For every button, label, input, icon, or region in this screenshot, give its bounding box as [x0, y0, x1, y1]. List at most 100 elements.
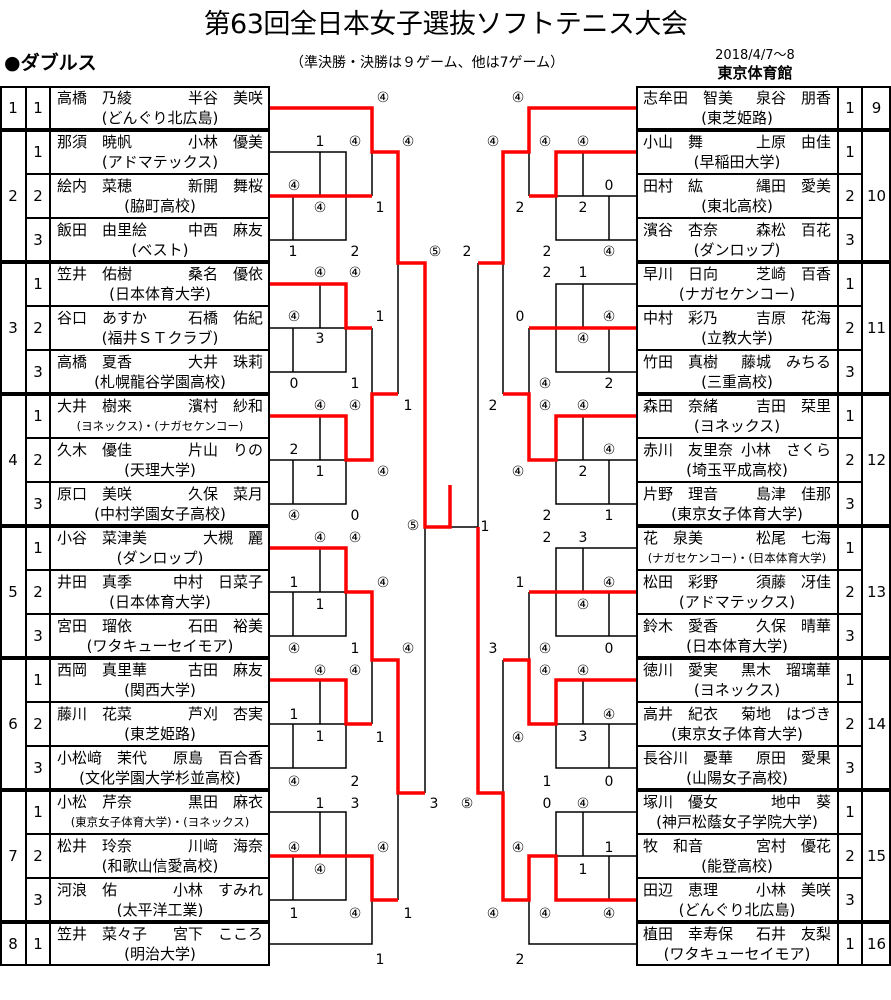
team-name: (ナガセケンコー)	[678, 285, 796, 303]
match-score: ④	[376, 840, 390, 856]
match-score: ④	[313, 663, 327, 679]
team-name: (早稲田大学)	[693, 153, 781, 171]
player-2-name: 吉原 花海	[755, 309, 831, 327]
player-names: 笠井 菜々子 宮下 こころ	[57, 924, 263, 944]
team-name: (アドマテックス)	[101, 153, 219, 171]
match-score: ④	[348, 398, 362, 414]
player-1-name: 牧 和音	[643, 837, 704, 855]
player-1-name: 中村 彩乃	[643, 309, 719, 327]
player-names: 濱谷 杏奈 森松 百花	[643, 220, 831, 240]
player-2-name: 大井 珠莉	[187, 353, 263, 371]
team-name: (日本体育大学)	[109, 593, 211, 611]
block-number: 1	[0, 86, 26, 130]
match-score: ④	[376, 575, 390, 591]
team-name: (ワタキューセイモア)	[86, 637, 234, 655]
entry-pair: 原口 美咲久保 菜月(中村学園女子高校)	[50, 482, 270, 526]
match-score: 2	[604, 376, 614, 392]
player-2-name: 中村 日菜子	[172, 573, 263, 591]
match-score: ④	[401, 641, 415, 657]
player-names: 牧 和音宮村 優花	[643, 836, 831, 856]
player-1-name: 藤川 花菜	[57, 705, 133, 723]
match-score: ④	[348, 530, 362, 546]
entry-pair: 早川 日向芝崎 百香(ナガセケンコー)	[636, 262, 838, 306]
player-2-name: 森松 百花	[755, 221, 831, 239]
entry-number: 2	[26, 174, 50, 218]
entry-number: 2	[838, 306, 862, 350]
player-1-name: 久木 優佳	[57, 441, 133, 459]
block-border	[636, 130, 891, 262]
block-number: 8	[0, 922, 26, 966]
match-score: 2	[578, 200, 588, 216]
player-2-name: 小林 美咲	[755, 881, 831, 899]
match-score: ④	[511, 840, 525, 856]
match-score: ④	[287, 508, 301, 524]
block-border	[636, 922, 891, 966]
team-name: (ヨネックス)	[693, 681, 781, 699]
player-1-name: 片野 理音	[643, 485, 719, 503]
entry-pair: 西岡 真里華古田 麻友(関西大学)	[50, 658, 270, 702]
block-border	[0, 394, 270, 526]
match-score: 3	[488, 641, 498, 657]
match-score: 0	[289, 376, 299, 392]
entry-pair: 牧 和音宮村 優花(能登高校)	[636, 834, 838, 878]
match-score: ④	[538, 641, 552, 657]
player-1-name: 笠井 菜々子	[57, 925, 148, 943]
player-1-name: 絵内 菜穂	[57, 177, 133, 195]
entry-pair: 志牟田 智美泉谷 朋香(東芝姫路)	[636, 86, 838, 130]
match-score: 1	[578, 265, 588, 281]
match-score: ④	[602, 906, 616, 922]
player-2-name: 島津 佳那	[755, 485, 831, 503]
player-names: 松田 彩野 須藤 冴佳	[643, 572, 831, 592]
player-1-name: 松田 彩野	[643, 573, 719, 591]
match-score: ④	[576, 331, 590, 347]
entry-number: 3	[838, 350, 862, 394]
entry-pair: 小松﨑 茉代原島 百合香(文化学園大学杉並高校)	[50, 746, 270, 790]
entry-pair: 井田 真季中村 日菜子(日本体育大学)	[50, 570, 270, 614]
entry-number: 3	[838, 878, 862, 922]
player-1-name: 濱谷 杏奈	[643, 221, 719, 239]
player-names: 花 泉美松尾 七海	[643, 528, 831, 548]
match-score: 1	[515, 575, 525, 591]
player-2-name: 泉谷 朋香	[755, 89, 831, 107]
block-number: 5	[0, 526, 26, 658]
player-names: 中村 彩乃 吉原 花海	[643, 308, 831, 328]
match-score: ④	[538, 663, 552, 679]
match-score: 0	[542, 796, 552, 812]
match-score: ⑤	[460, 796, 474, 812]
team-name: (東京女子体育大学)	[671, 505, 803, 523]
entry-number: 2	[26, 570, 50, 614]
team-name: (札幌龍谷学園高校)	[94, 373, 226, 391]
team-name: (東京女子体育大学)	[671, 725, 803, 743]
entry-number: 1	[26, 790, 50, 834]
match-score: 2	[289, 442, 299, 458]
block-number: 7	[0, 790, 26, 922]
player-2-name: 大槻 麗	[202, 529, 263, 547]
entry-pair: 田辺 恵理小林 美咲(どんぐり北広島)	[636, 878, 838, 922]
player-2-name: 久保 菜月	[187, 485, 263, 503]
entry-number: 2	[838, 834, 862, 878]
match-score: 0	[604, 178, 614, 194]
player-2-name: 新開 舞桜	[187, 177, 263, 195]
player-names: 久木 優佳片山 りの	[57, 440, 263, 460]
match-score: ④	[576, 796, 590, 812]
team-name: (和歌山信愛高校)	[101, 857, 219, 875]
match-score: 3	[315, 331, 325, 347]
match-score: 1	[604, 508, 614, 524]
player-2-name: 小林 すみれ	[172, 881, 263, 899]
player-2-name: 宮下 こころ	[172, 925, 263, 943]
player-1-name: 高井 紀衣	[643, 705, 719, 723]
block-border	[0, 262, 270, 394]
player-1-name: 田辺 恵理	[643, 881, 719, 899]
match-score: 2	[350, 244, 360, 260]
match-score: ④	[401, 134, 415, 150]
match-score: ④	[602, 442, 616, 458]
player-2-name: 縄田 愛美	[755, 177, 831, 195]
player-names: 藤川 花菜芦刈 杏実	[57, 704, 263, 724]
match-score: 2	[542, 265, 552, 281]
match-score: ④	[576, 398, 590, 414]
team-name: (ワタキューセイモア)	[663, 945, 811, 963]
player-1-name: 竹田 真樹	[643, 353, 719, 371]
player-2-name: 須藤 冴佳	[755, 573, 831, 591]
entry-pair: 藤川 花菜芦刈 杏実(東芝姫路)	[50, 702, 270, 746]
